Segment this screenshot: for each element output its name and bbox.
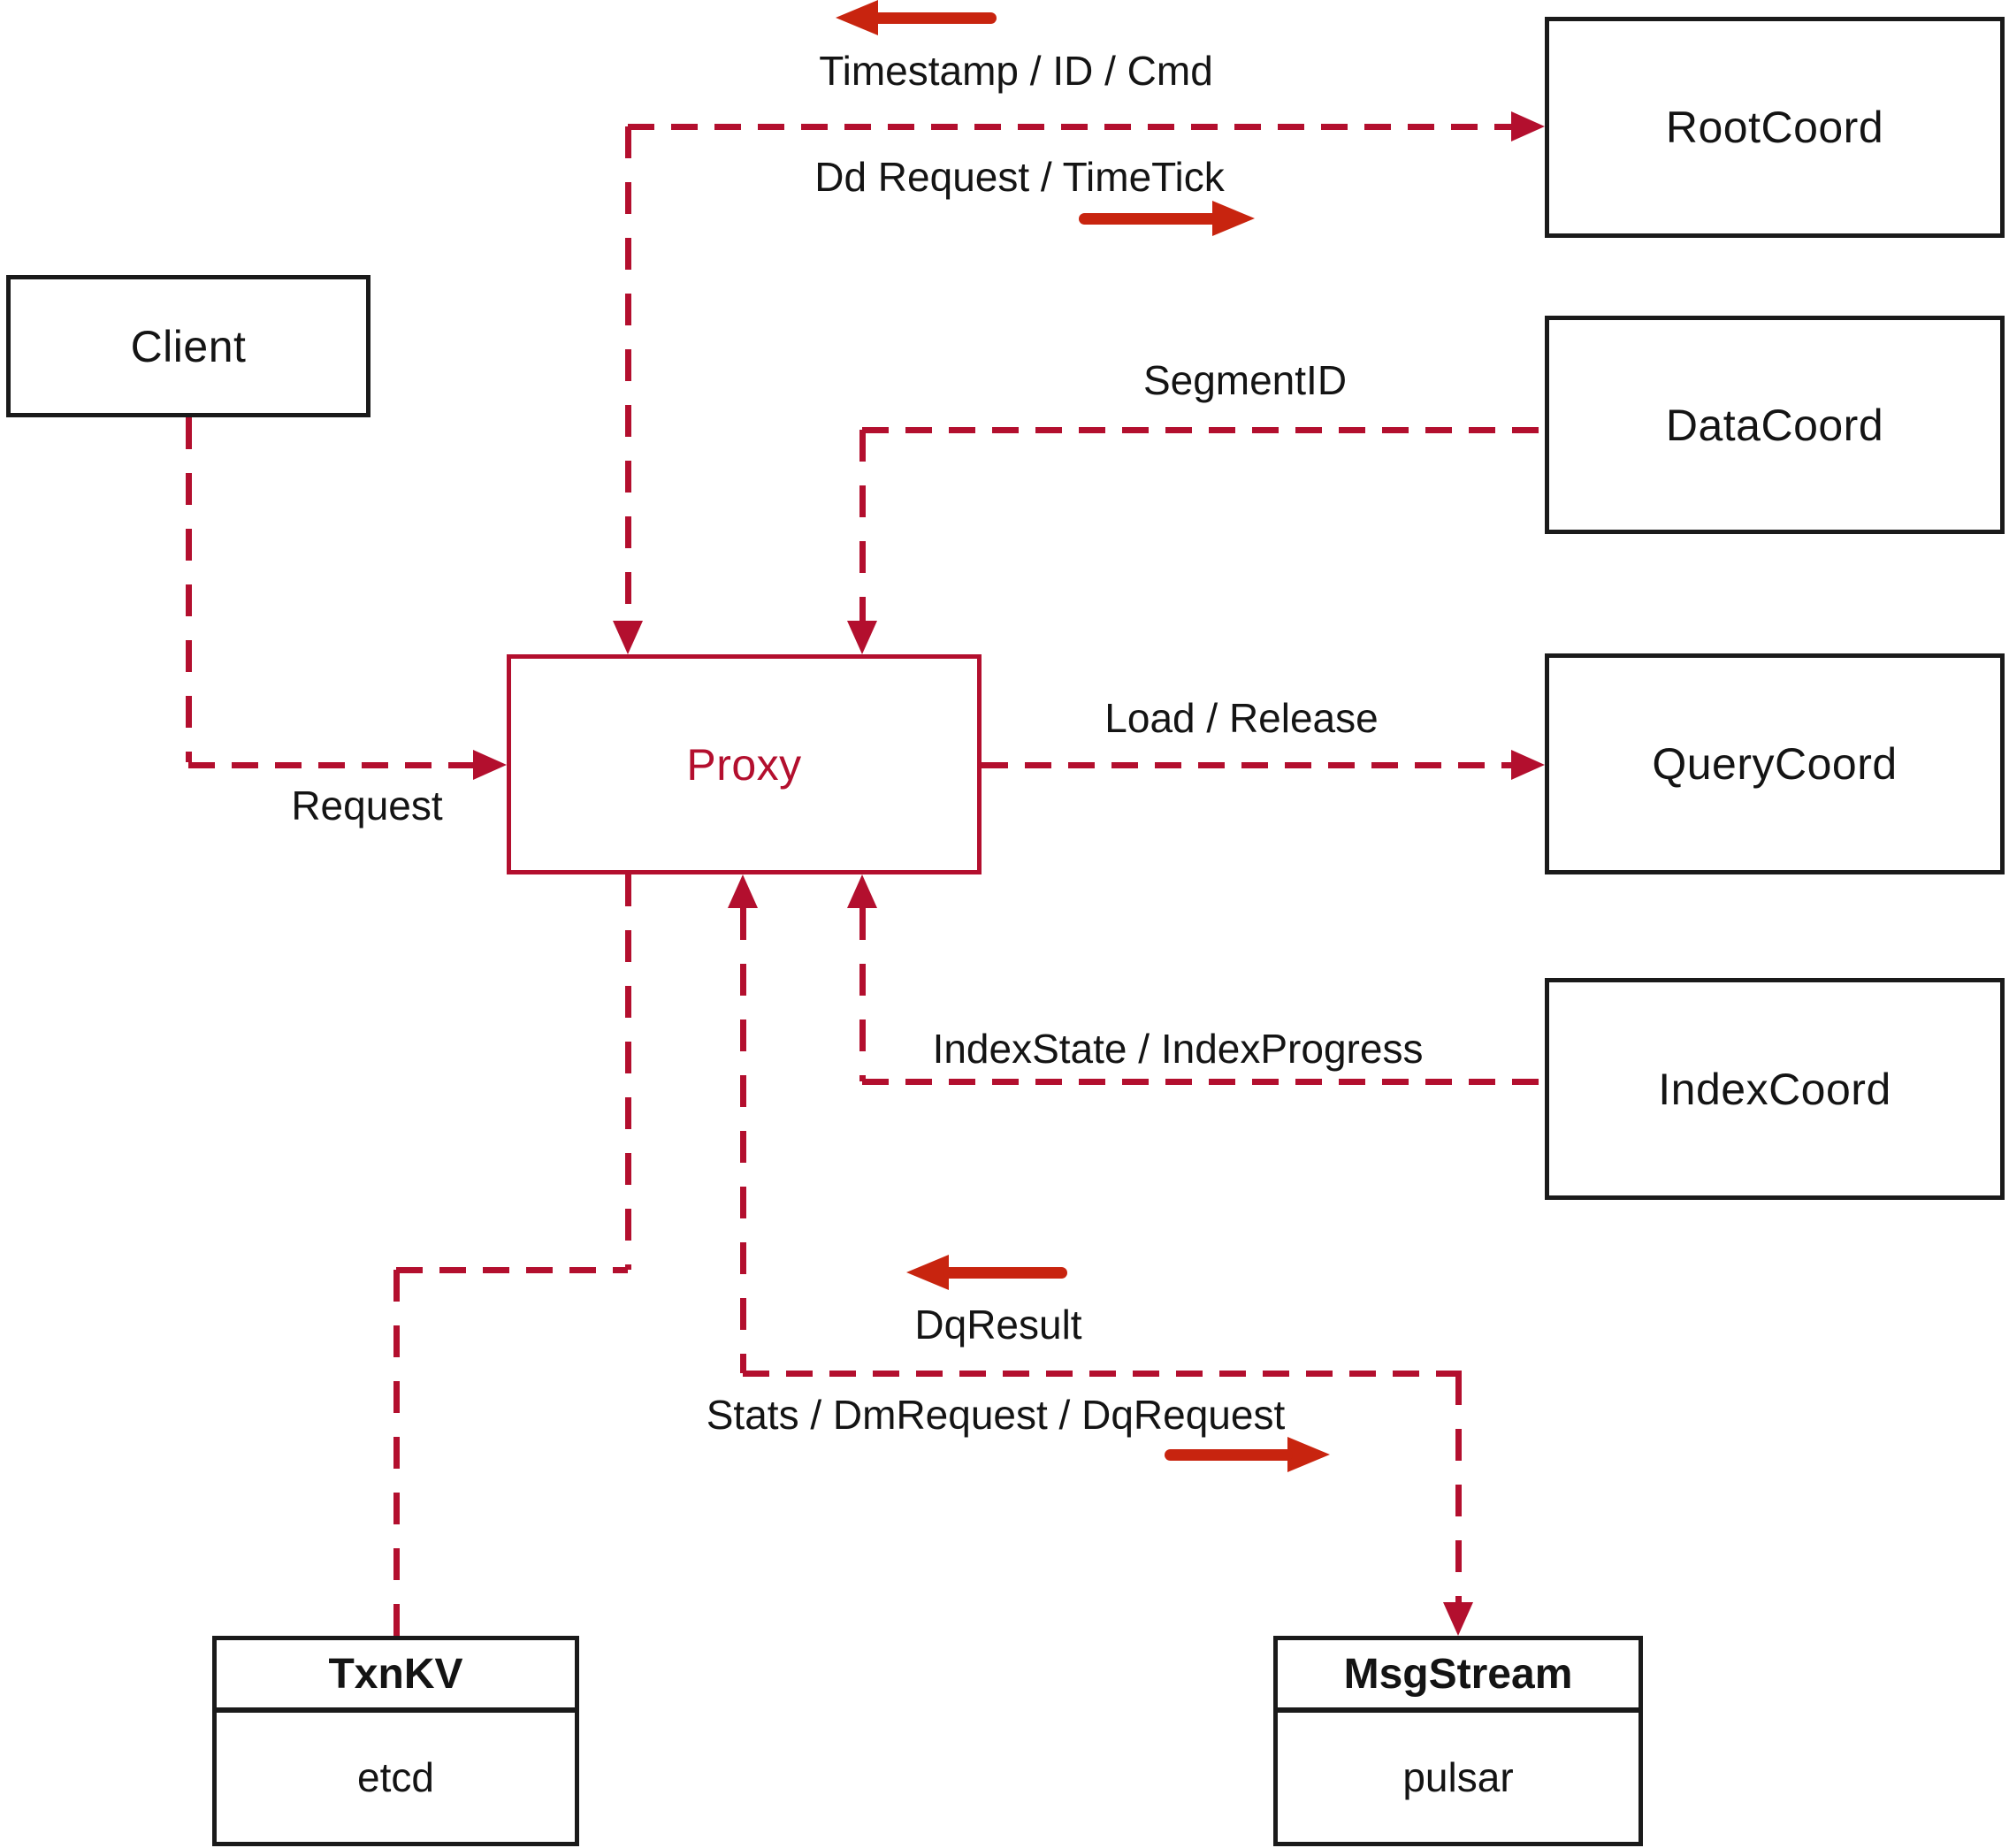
edge-proxy-txnkv-vline2 — [393, 1270, 400, 1636]
edge-proxy-msgstream-hline — [743, 1371, 1462, 1377]
node-datacoord-label: DataCoord — [1665, 400, 1884, 450]
node-rootcoord: RootCoord — [1545, 17, 2005, 238]
response-direction-arrow-left-icon — [836, 0, 997, 35]
node-querycoord-label: QueryCoord — [1652, 739, 1898, 789]
edge-indexcoord-proxy-arrowhead-up — [847, 874, 877, 908]
edge-proxy-rootcoord-vline — [625, 126, 631, 621]
edge-rootcoord-proxy-arrowhead-down — [613, 621, 643, 654]
request-direction-arrow-right-icon — [1079, 201, 1255, 236]
edge-proxy-querycoord-hline — [982, 762, 1511, 768]
edge-datacoord-proxy-hline — [862, 427, 1545, 433]
node-querycoord: QueryCoord — [1545, 653, 2005, 874]
node-txnkv-implementation: etcd — [357, 1754, 434, 1800]
edge-label-dd-request-timetick: Dd Request / TimeTick — [814, 154, 1225, 200]
node-msgstream: MsgStream pulsar — [1273, 1636, 1643, 1846]
edge-datacoord-proxy-vline — [859, 430, 866, 621]
node-datacoord: DataCoord — [1545, 316, 2005, 534]
arrow-tip — [1212, 201, 1255, 236]
node-msgstream-implementation: pulsar — [1402, 1754, 1514, 1800]
edge-proxy-rootcoord-arrowhead-right — [1511, 111, 1545, 141]
dqresult-direction-arrow-left-icon — [906, 1255, 1067, 1290]
node-txnkv: TxnKV etcd — [212, 1636, 579, 1846]
arrow-shaft — [873, 12, 997, 24]
edge-proxy-txnkv-hline — [396, 1267, 628, 1273]
edge-label-segmentid: SegmentID — [1142, 357, 1348, 403]
node-client: Client — [6, 275, 370, 417]
edge-indexcoord-proxy-vline — [859, 908, 866, 1081]
node-txnkv-title: TxnKV — [217, 1640, 575, 1713]
node-rootcoord-label: RootCoord — [1665, 103, 1884, 152]
edge-label-load-release: Load / Release — [1104, 695, 1379, 741]
edge-proxy-msgstream-vline2 — [1455, 1373, 1462, 1602]
edge-indexcoord-proxy-hline — [862, 1079, 1545, 1085]
edge-client-proxy-vline — [186, 417, 192, 762]
edge-label-indexstate-indexprogress: IndexState / IndexProgress — [932, 1026, 1424, 1072]
edge-msgstream-proxy-arrowhead-up — [728, 874, 758, 908]
edge-client-proxy-arrowhead-right — [473, 750, 507, 780]
edge-proxy-txnkv-vline1 — [625, 874, 631, 1270]
node-indexcoord: IndexCoord — [1545, 978, 2005, 1200]
edge-datacoord-proxy-arrowhead-down — [847, 621, 877, 654]
arrow-tip — [836, 0, 878, 35]
edge-label-request: Request — [291, 783, 443, 829]
edge-label-stats-dmrequest-dqrequest: Stats / DmRequest / DqRequest — [706, 1392, 1286, 1438]
edge-label-dqresult: DqResult — [914, 1302, 1082, 1348]
edge-proxy-rootcoord-hline — [628, 124, 1511, 130]
edge-proxy-msgstream-arrowhead-down — [1443, 1602, 1473, 1636]
edge-label-timestamp-id-cmd: Timestamp / ID / Cmd — [819, 48, 1213, 94]
edge-proxy-msgstream-vline1 — [740, 908, 746, 1373]
node-proxy-label: Proxy — [686, 739, 802, 790]
arrow-tip — [906, 1255, 949, 1290]
node-indexcoord-label: IndexCoord — [1658, 1064, 1891, 1114]
arrow-tip — [1287, 1437, 1330, 1472]
edge-client-proxy-hline — [188, 762, 473, 768]
stats-direction-arrow-right-icon — [1165, 1437, 1330, 1472]
node-msgstream-title: MsgStream — [1278, 1640, 1639, 1713]
node-client-label: Client — [130, 321, 247, 371]
arrow-shaft — [943, 1267, 1067, 1279]
node-proxy: Proxy — [507, 654, 982, 874]
arrow-shaft — [1165, 1449, 1293, 1461]
edge-proxy-querycoord-arrowhead-right — [1511, 750, 1545, 780]
arrow-shaft — [1079, 213, 1218, 225]
